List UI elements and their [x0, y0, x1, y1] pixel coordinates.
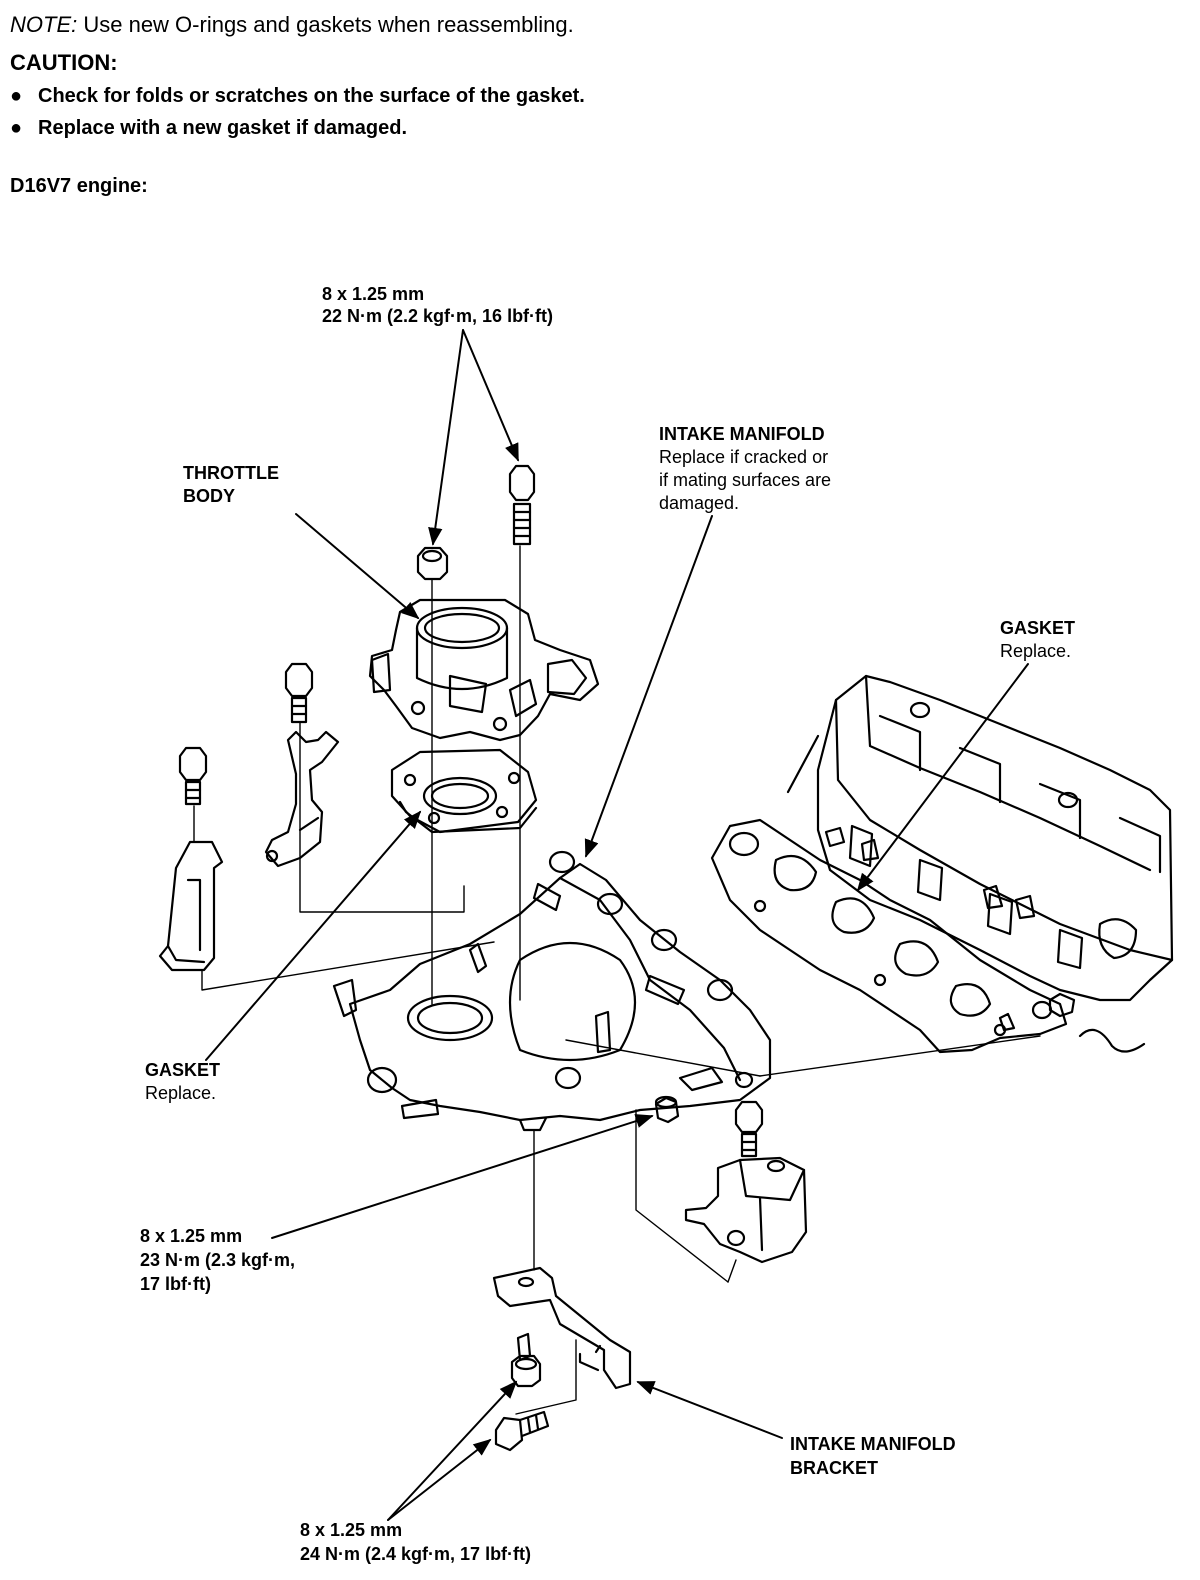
idle-valve-icon	[684, 1100, 808, 1264]
manifold-gasket-icon	[710, 818, 1068, 1054]
fork-bracket-icon	[264, 730, 340, 868]
intake-manifold-note: Replace if cracked or	[659, 447, 829, 467]
caution-item-text: Replace with a new gasket if damaged.	[38, 117, 408, 139]
top-nut-icon	[416, 546, 449, 581]
callout-arrows	[205, 329, 1029, 1521]
bracket-label: INTAKE MANIFOLD	[790, 1434, 956, 1454]
left-bolt-icon	[284, 662, 314, 724]
alignment-lines	[193, 545, 1041, 1415]
bracket-label: BRACKET	[790, 1458, 878, 1478]
caution-item: ● Replace with a new gasket if damaged.	[10, 116, 407, 140]
note-prefix: NOTE:	[10, 12, 78, 37]
intake-manifold-note: if mating surfaces are	[659, 470, 832, 490]
note-line: NOTE: Use new O-rings and gaskets when r…	[10, 12, 574, 39]
caution-item: ● Check for folds or scratches on the sur…	[10, 84, 585, 108]
gasket-right-label: GASKET	[1000, 618, 1076, 638]
gasket-left-note: Replace.	[145, 1083, 217, 1103]
bracket-plate-icon	[158, 840, 224, 972]
throttle-body-icon	[368, 598, 600, 742]
intake-manifold-note: damaged.	[659, 493, 740, 513]
mid-bolt-torque: 23 N·m (2.3 kgf·m,	[140, 1250, 296, 1270]
lower-bolt-icon	[494, 1410, 550, 1452]
mid-bolt-torque: 17 lbf·ft)	[140, 1274, 211, 1294]
bullet-icon: ●	[10, 85, 23, 107]
intake-manifold-icon	[332, 850, 772, 1132]
caution-title: CAUTION:	[10, 50, 118, 75]
top-bolt-icon	[508, 464, 536, 546]
bottom-bolt-size: 8 x 1.25 mm	[300, 1520, 403, 1540]
throttle-body-label: BODY	[183, 486, 236, 506]
note-text: Use new O-rings and gaskets when reassem…	[77, 12, 574, 37]
intake-manifold-label: INTAKE MANIFOLD	[659, 424, 825, 444]
top-bolt-torque: 22 N·m (2.2 kgf·m, 16 lbf·ft)	[322, 306, 554, 326]
intake-bracket-icon	[492, 1266, 632, 1390]
mid-bolt-size: 8 x 1.25 mm	[140, 1226, 243, 1246]
engine-label: D16V7 engine:	[10, 175, 148, 197]
caution-item-text: Check for folds or scratches on the surf…	[38, 85, 585, 107]
collar-icon	[654, 1095, 680, 1124]
bullet-icon: ●	[10, 117, 23, 139]
left-bolt-icon	[178, 746, 208, 806]
top-bolt-size: 8 x 1.25 mm	[322, 284, 425, 304]
cylinder-head-icon	[786, 674, 1174, 1053]
gasket-left-label: GASKET	[145, 1060, 221, 1080]
throttle-body-label: THROTTLE	[183, 463, 279, 483]
gasket-right-note: Replace.	[1000, 641, 1072, 661]
lower-bolt-icon	[510, 1332, 542, 1388]
bottom-bolt-torque: 24 N·m (2.4 kgf·m, 17 lbf·ft)	[300, 1544, 532, 1564]
